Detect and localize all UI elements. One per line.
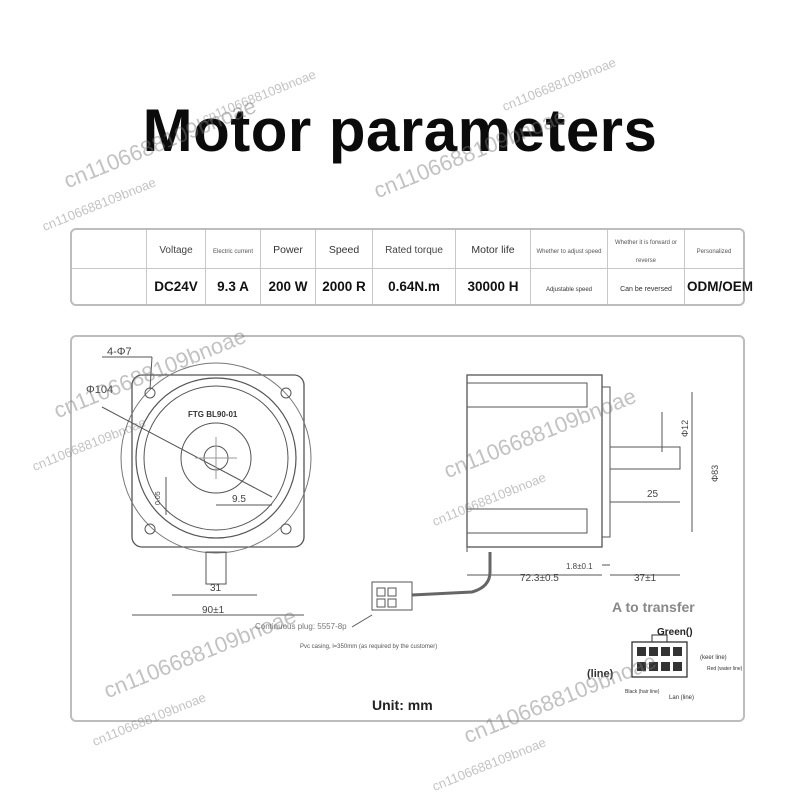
- fin-top: [466, 382, 588, 408]
- unit-label: Unit: mm: [372, 697, 433, 713]
- header-cell-life: Motor life: [455, 230, 531, 269]
- model-label: FTG BL90-01: [188, 410, 238, 419]
- plug-housing: [371, 581, 413, 611]
- header-cell-personalized: Personalized: [684, 230, 743, 269]
- header-cell-voltage: Voltage: [146, 230, 206, 269]
- inner-circle: [143, 385, 289, 531]
- technical-drawing: 4-Φ7 Φ104 FTG BL90-01 9.5 0.05 31 90±1 Φ…: [70, 335, 745, 722]
- dim-37: 37±1: [634, 573, 657, 584]
- spec-table: Voltage Electric current Power Speed Rat…: [70, 228, 753, 306]
- value-cell-model: [72, 269, 147, 305]
- header-cell-current: Electric current: [205, 230, 261, 269]
- value-cell-life: 30000 H: [455, 268, 531, 304]
- value-cell-torque: 0.64N.m: [372, 268, 456, 304]
- connector-pins: [637, 647, 682, 671]
- value-cell-power: 200 W: [260, 268, 316, 304]
- keer-wire-label: (keer line): [700, 655, 727, 661]
- header-cell-adjust: Whether to adjust speed: [530, 230, 608, 269]
- body-circle: [120, 362, 312, 554]
- cable-outlet: [205, 551, 227, 585]
- dim-0-05: 0.05: [155, 491, 162, 505]
- black-wire-label: Black (hair line): [625, 689, 660, 695]
- connector-pin: [649, 662, 658, 671]
- value-cell-direction: Can be reversed: [607, 268, 685, 304]
- header-cell-speed: Speed: [315, 230, 373, 269]
- watermark: cn1106688109bnoae: [430, 734, 549, 794]
- side-view: Φ12 Φ83 25 72.3±0.5 1.8±0.1 37±1: [466, 374, 720, 584]
- plug-pin: [376, 598, 386, 608]
- connector-pin: [673, 662, 682, 671]
- bolt-leader-v: [149, 356, 153, 390]
- motor-body-side: [466, 374, 603, 548]
- dim-bolt-circle: Φ104: [86, 384, 113, 396]
- value-cell-adjust: Adjustable speed: [530, 268, 608, 304]
- cable: [411, 552, 492, 597]
- dim-31: 31: [210, 583, 222, 594]
- dim-25: 25: [647, 489, 659, 500]
- connector-pin: [673, 647, 682, 656]
- connector-pin: [661, 647, 670, 656]
- connector-pin: [649, 647, 658, 656]
- plug-leader: [351, 614, 373, 628]
- plug-pin: [376, 587, 386, 597]
- value-cell-current: 9.3 A: [205, 268, 261, 304]
- hub-circle: [180, 422, 252, 494]
- fin-bottom: [466, 508, 588, 534]
- shaft-side: [609, 446, 681, 470]
- value-cell-personalized: ODM/OEM: [684, 268, 753, 304]
- dim-72-3: 72.3±0.5: [520, 573, 559, 584]
- bolt-hole-br: [280, 523, 292, 535]
- lan-wire-label: Lan (line): [669, 695, 694, 701]
- page-title: Motor parameters: [142, 97, 658, 164]
- header-cell-torque: Rated torque: [372, 230, 456, 269]
- spec-header-row: Voltage Electric current Power Speed Rat…: [72, 230, 743, 269]
- flange-side: [601, 386, 611, 538]
- dim-1-8: 1.8±0.1: [566, 562, 593, 571]
- value-cell-speed: 2000 R: [315, 268, 373, 304]
- cable-assembly: Continuous plug: 5557-8p Pvc casing, l=3…: [255, 552, 492, 650]
- dim-90: 90±1: [202, 605, 225, 616]
- front-view: 4-Φ7 Φ104 FTG BL90-01 9.5 0.05 31 90±1: [86, 346, 312, 616]
- value-cell-voltage: DC24V: [146, 268, 206, 304]
- green-wire-label: Green(): [657, 627, 693, 638]
- flange-outline: [131, 374, 305, 548]
- dim-bolt-holes: 4-Φ7: [107, 346, 132, 358]
- drawing-svg: 4-Φ7 Φ104 FTG BL90-01 9.5 0.05 31 90±1 Φ…: [86, 346, 743, 701]
- plug-label: Continuous plug: 5557-8p: [255, 622, 347, 631]
- connector-title: A to transfer: [612, 599, 695, 615]
- line-wire-label: (line): [587, 668, 614, 680]
- dim-9-5: 9.5: [232, 494, 246, 505]
- header-cell-model: [72, 230, 147, 269]
- plug-pin: [387, 587, 397, 597]
- bolt-hole-tr: [280, 387, 292, 399]
- watermark: cn1106688109bnoae: [40, 174, 159, 234]
- diameter-leader: [101, 406, 273, 498]
- connector-pin: [637, 647, 646, 656]
- connector-pinout: A to transfer Green() (line) (keer line)…: [587, 599, 743, 701]
- dim-shaft-dia: Φ12: [680, 420, 690, 437]
- bolt-hole-bl: [144, 523, 156, 535]
- red-wire-label: Red (water line): [707, 666, 743, 672]
- header-cell-power: Power: [260, 230, 316, 269]
- connector-pin: [661, 662, 670, 671]
- connector-pin: [637, 662, 646, 671]
- header-cell-direction: Whether it is forward or reverse: [607, 230, 685, 269]
- casing-label: Pvc casing, l=350mm (as required by the …: [300, 644, 437, 650]
- dim-pilot-dia: Φ83: [710, 465, 720, 482]
- pilot-circle: [135, 377, 297, 539]
- spec-value-row: DC24V 9.3 A 200 W 2000 R 0.64N.m 30000 H…: [72, 268, 753, 305]
- connector-latch: [651, 634, 668, 643]
- plug-pin: [387, 598, 397, 608]
